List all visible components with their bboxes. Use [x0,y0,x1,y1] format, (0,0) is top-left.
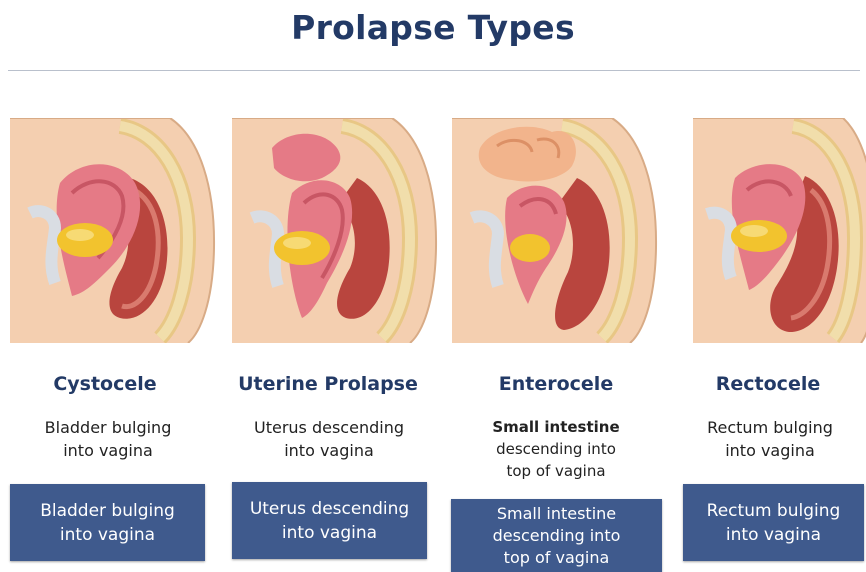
summary-box-cystocele: Bladder bulging into vagina [10,484,205,561]
type-description-enterocele: Small intestine descending into top of v… [450,416,662,482]
summary-box-uterine-prolapse: Uterus descending into vagina [232,482,427,559]
title-divider [8,70,860,71]
summary-box-rectocele: Rectum bulging into vagina [683,484,864,561]
type-name-rectocele: Rectocele [670,373,866,395]
uterine-prolapse-illustration [232,118,444,343]
type-name-uterine-prolapse: Uterine Prolapse [222,373,434,395]
type-description-cystocele: Bladder bulging into vagina [10,416,206,462]
summary-box-enterocele: Small intestine descending into top of v… [451,499,662,572]
type-name-enterocele: Enterocele [450,373,662,395]
type-description-uterine-prolapse: Uterus descending into vagina [222,416,436,462]
type-name-cystocele: Cystocele [10,373,200,395]
cystocele-illustration [10,118,222,343]
type-description-rectocele: Rectum bulging into vagina [674,416,866,462]
page-title: Prolapse Types [0,8,866,47]
enterocele-illustration [452,118,664,343]
rectocele-illustration [680,118,866,343]
